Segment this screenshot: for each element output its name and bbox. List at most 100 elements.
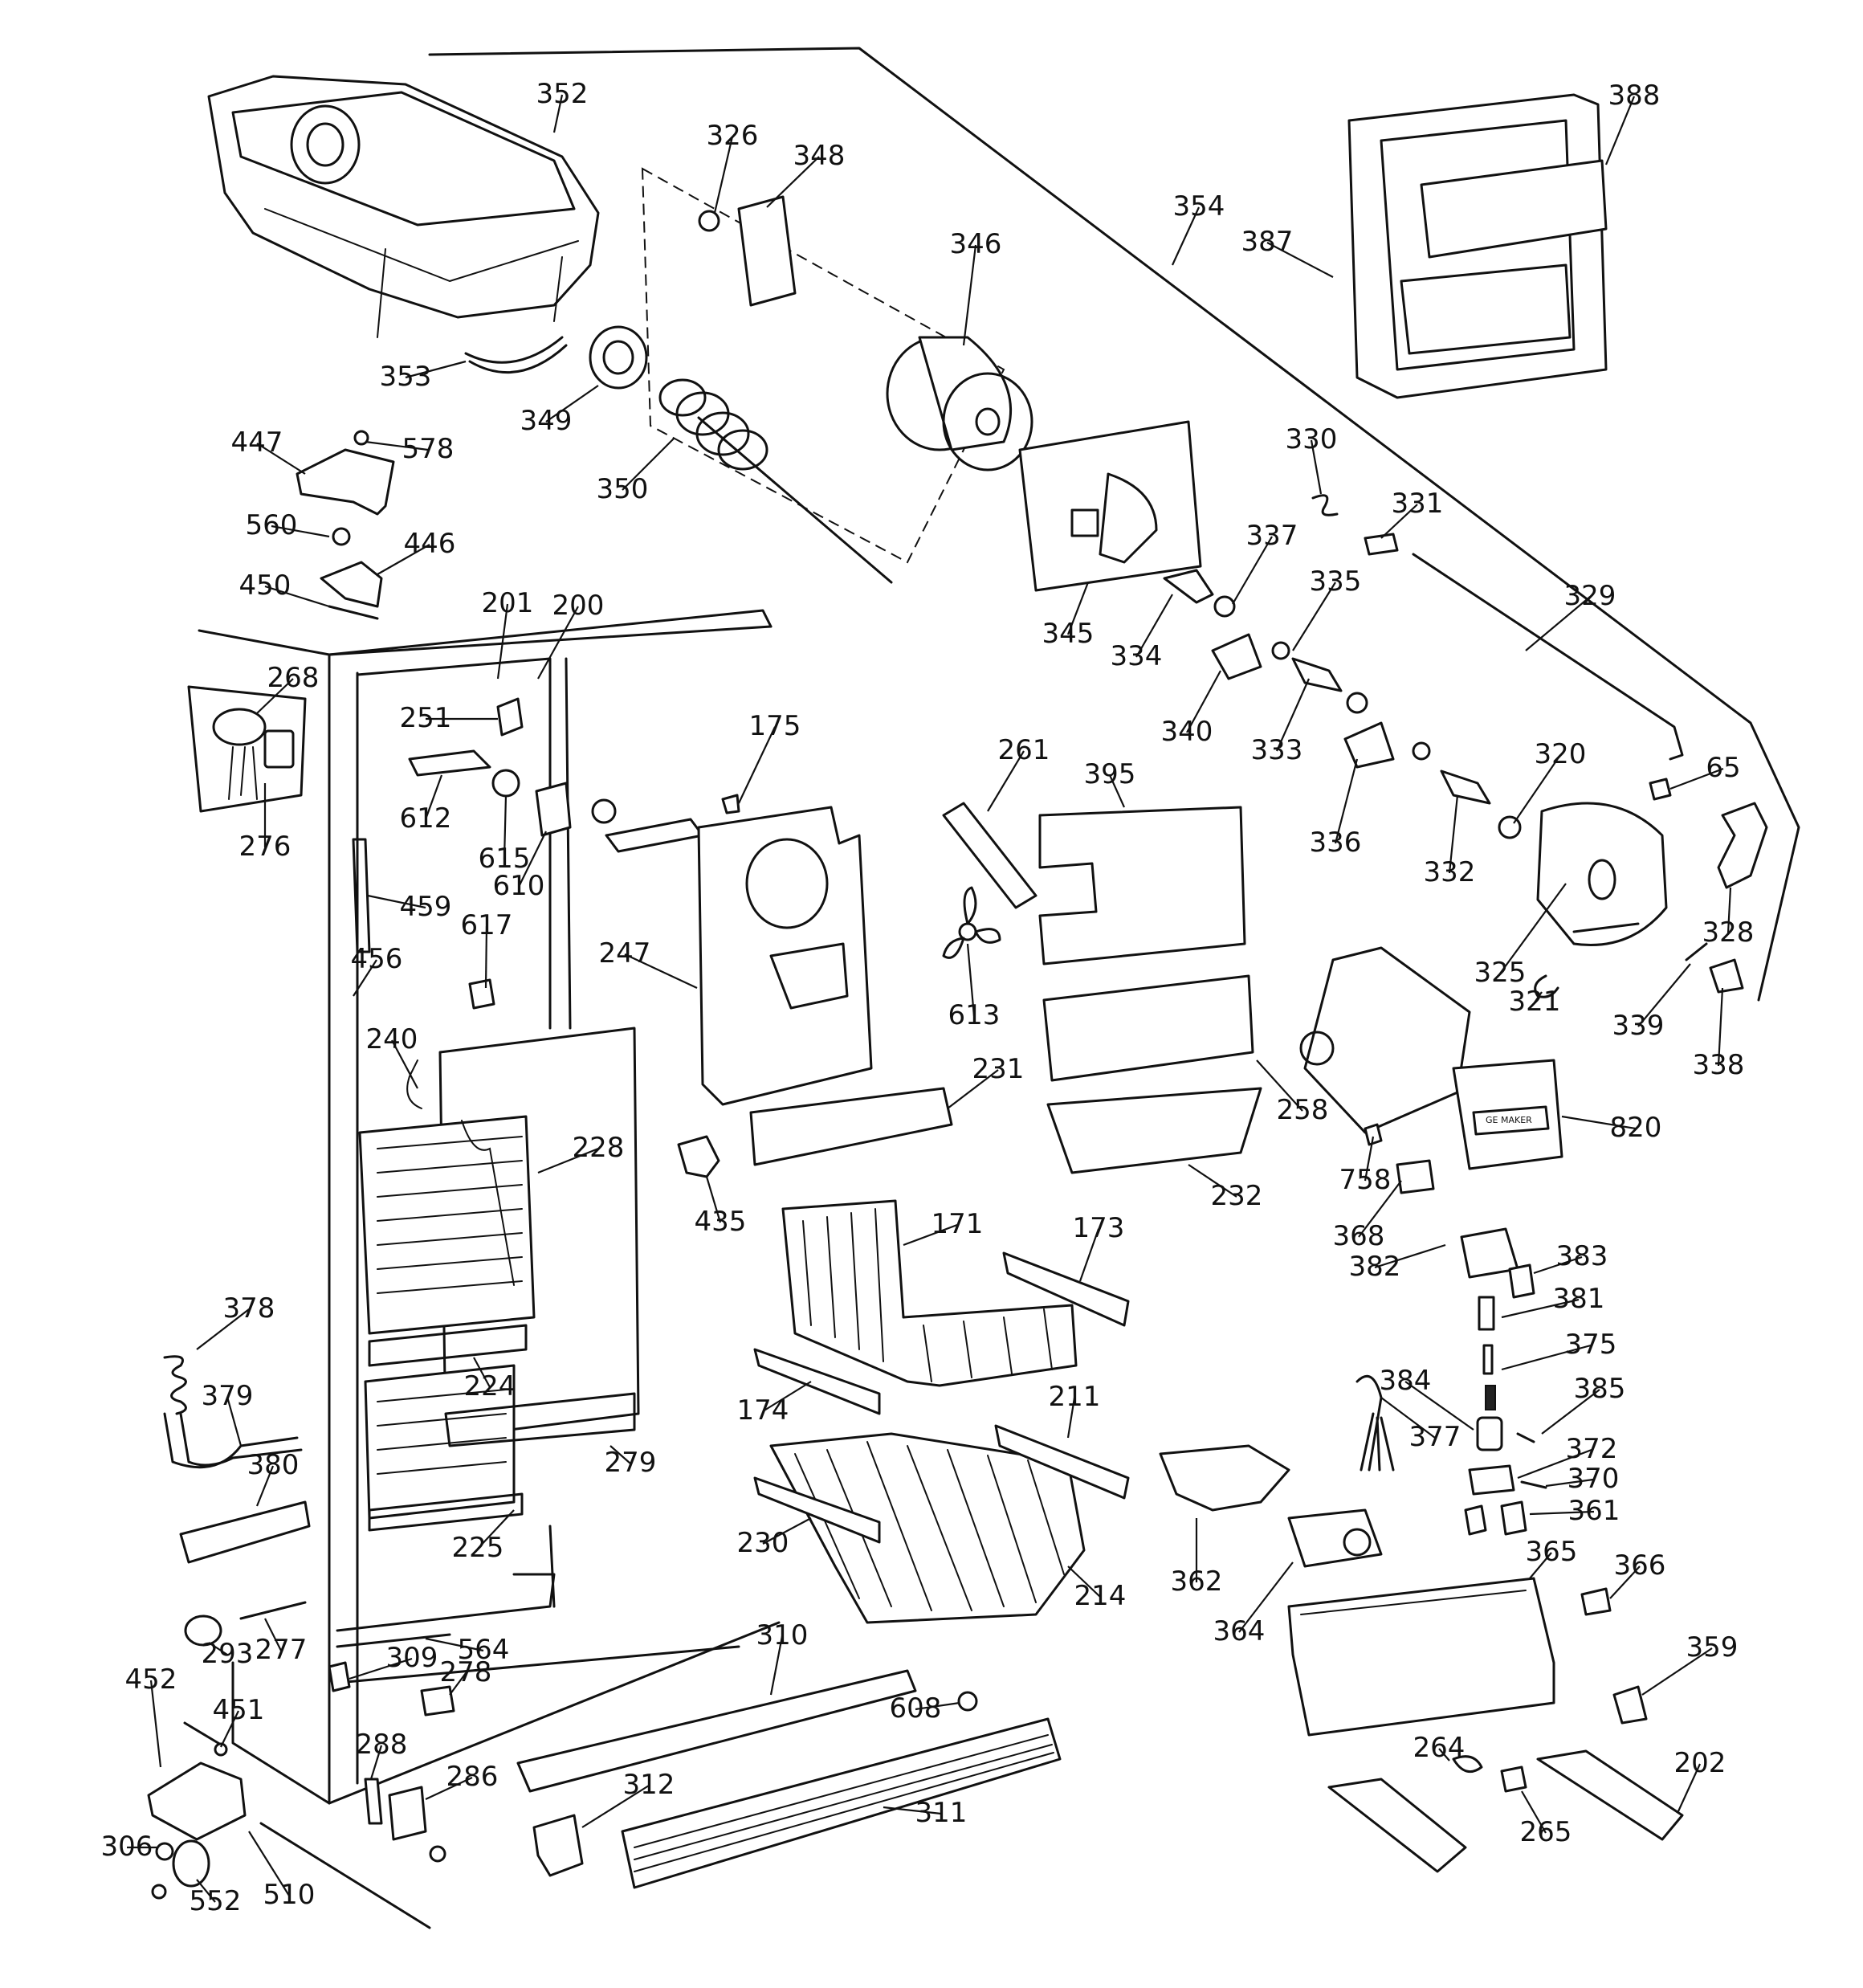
callout-610: 610 [493,870,545,902]
callout-552: 552 [190,1885,242,1917]
dispenser-frame [1347,93,1608,399]
callout-456: 456 [351,943,403,975]
trim-strip-right [1536,1749,1684,1841]
callout-312: 312 [623,1769,675,1801]
leader-line-578 [365,440,429,451]
callout-330: 330 [1286,423,1338,455]
solenoid-harness [1355,1374,1395,1472]
bracket-screw [332,527,351,546]
leader-line-564 [425,1637,484,1652]
leader-line-613 [966,943,976,1017]
leader-line-310 [769,1635,784,1696]
fan-shroud [697,806,873,1106]
callout-247: 247 [599,937,651,970]
callout-379: 379 [202,1380,254,1412]
hinge-pin [328,605,379,620]
motor-pin [1685,942,1708,961]
ice-chute-door [1042,974,1254,1082]
cabinet-bracket-right [388,1786,427,1841]
mounting-bracket [296,448,395,516]
upper-basket-rail-left [753,1348,881,1415]
leader-line-350 [622,437,675,491]
callout-325: 325 [1474,957,1527,989]
callout-264: 264 [1413,1732,1466,1764]
callout-286: 286 [446,1761,499,1793]
leader-line-384 [1404,1381,1474,1431]
cam-lever-333 [1291,657,1343,692]
housing-clip-365 [1452,1755,1483,1774]
callout-202: 202 [1674,1747,1726,1779]
leader-line-261 [987,750,1025,812]
ice-maker-screw [1364,1123,1383,1146]
callout-613: 613 [948,999,1001,1031]
solenoid-spring [1485,1385,1496,1410]
bracket-screw-bottom [429,1845,446,1863]
auger-seal [737,195,797,307]
leader-line-435 [705,1176,722,1223]
leader-line-451 [220,1710,239,1748]
auger-washer [698,210,720,232]
damper-clip [468,978,495,1010]
callout-380: 380 [247,1449,300,1481]
leader-line-339 [1637,963,1691,1027]
ice-bucket-clip [464,336,568,374]
callout-321: 321 [1509,986,1561,1018]
callout-200: 200 [552,590,605,622]
callout-175: 175 [749,710,801,742]
trim-strip-left [1327,1778,1467,1873]
leader-line-309 [349,1657,413,1680]
solenoid-bracket [1508,1263,1535,1299]
cam-gear-336 [1343,721,1395,769]
leader-line-265 [1521,1790,1547,1834]
linkage-spring [1311,494,1339,516]
leader-line-320 [1513,754,1561,824]
callout-365: 365 [1526,1536,1578,1568]
leader-line-450 [264,585,330,608]
damper-cover [677,1135,720,1178]
leader-line-200 [537,606,579,680]
callout-350: 350 [597,473,649,505]
leader-line-348 [766,156,820,208]
leader-line-820 [1561,1115,1637,1130]
callout-447: 447 [231,427,283,459]
callout-359: 359 [1686,1631,1739,1663]
leader-line-354 [1172,206,1200,266]
leader-line-336 [1334,758,1359,844]
pivot-rod [239,1601,307,1620]
drain-tube [163,1412,303,1469]
switch-base [1468,1464,1515,1496]
leader-line-353 [405,360,467,379]
evaporator-cover-panel [444,1392,636,1447]
callout-278: 278 [440,1656,492,1688]
leader-line-615 [503,794,508,860]
lower-basket-rail-right [994,1424,1130,1500]
leader-line-338 [1717,987,1724,1067]
callout-339: 339 [1612,1010,1665,1042]
shroud-screw [721,794,740,814]
leader-line-446 [377,544,430,575]
hinge-bracket [320,561,383,608]
leader-line-452 [149,1680,162,1768]
light-bulb-small [491,769,520,798]
light-socket [212,708,267,800]
callout-277: 277 [255,1634,308,1666]
callout-615: 615 [479,843,531,875]
leader-line-258 [1256,1059,1303,1112]
callout-378: 378 [223,1292,275,1325]
callout-381: 381 [1553,1283,1605,1315]
leader-line-552 [196,1879,216,1903]
ice-maker-bracket [1396,1159,1435,1194]
callout-328: 328 [1702,916,1755,949]
leader-line-230 [762,1517,812,1545]
dispenser-motor-370 [1287,1508,1383,1568]
solenoid-spring-pin [1482,1344,1494,1375]
linkage-rod [1412,553,1684,761]
leader-line-361 [1529,1510,1595,1516]
leader-line-352 [552,94,564,133]
cam-washer-335a [1271,641,1290,660]
callout-225: 225 [452,1532,504,1564]
leader-line-346 [962,244,977,346]
callout-336: 336 [1310,827,1362,859]
insulation-tube [942,802,1037,909]
